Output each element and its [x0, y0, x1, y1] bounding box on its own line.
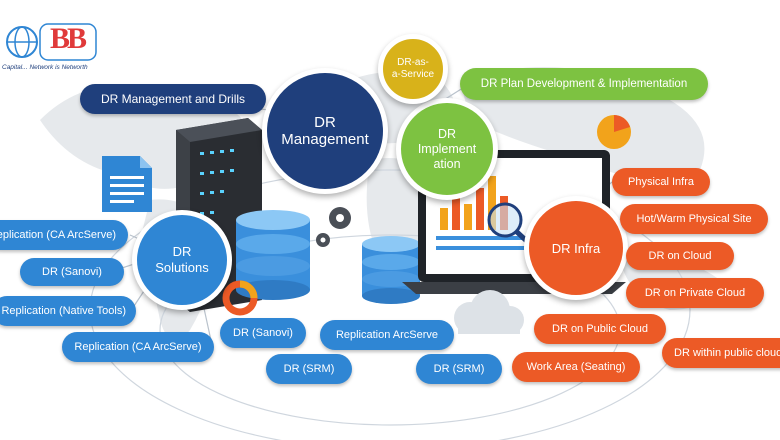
- pie-chart-icon: [597, 115, 631, 149]
- circle-dr-management-label: DR Management: [281, 114, 369, 148]
- pill-dr-management-and-drills[interactable]: DR Management and Drills: [80, 84, 266, 114]
- circle-dr-as-a-service-label: DR-as- a-Service: [391, 57, 435, 80]
- pill-dr-sanovi-2[interactable]: DR (Sanovi): [220, 318, 306, 348]
- logo-tagline: Capital... Network is Networth: [2, 64, 88, 71]
- logo-letters: BB: [50, 22, 87, 55]
- circle-dr-solutions[interactable]: DR Solutions: [132, 210, 232, 310]
- pill-dr-on-public-cloud[interactable]: DR on Public Cloud: [534, 314, 666, 344]
- pill-dr-srm-2[interactable]: DR (SRM): [416, 354, 502, 384]
- circle-dr-solutions-label: DR Solutions: [155, 244, 209, 275]
- pill-replication-native-tools[interactable]: Replication (Native Tools): [0, 296, 136, 326]
- circle-dr-infra-label: DR Infra: [551, 240, 601, 256]
- pill-replication-ca-arcserve-1[interactable]: Replication (CA ArcServe): [0, 220, 128, 250]
- document-icon: [102, 156, 152, 212]
- circle-dr-infra[interactable]: DR Infra: [524, 196, 628, 300]
- donut-chart-icon: [222, 280, 258, 316]
- pill-dr-on-private-cloud[interactable]: DR on Private Cloud: [626, 278, 764, 308]
- cloud-icon: [454, 290, 524, 334]
- circle-dr-as-a-service[interactable]: DR-as- a-Service: [378, 34, 448, 104]
- pill-dr-sanovi-1[interactable]: DR (Sanovi): [20, 258, 124, 286]
- gear-icon: [316, 207, 351, 247]
- pill-hot-warm-physical-site[interactable]: Hot/Warm Physical Site: [620, 204, 768, 234]
- pill-dr-plan-development[interactable]: DR Plan Development & Implementation: [460, 68, 708, 100]
- pill-dr-on-cloud[interactable]: DR on Cloud: [626, 242, 734, 270]
- pill-replication-ca-arcserve-2[interactable]: Replication (CA ArcServe): [62, 332, 214, 362]
- globe-logo-icon: [4, 18, 100, 71]
- circle-dr-implementation-label: DR Implement ation: [417, 126, 477, 171]
- pill-physical-infra[interactable]: Physical Infra: [612, 168, 710, 196]
- circle-dr-implementation[interactable]: DR Implement ation: [396, 98, 498, 200]
- pill-dr-within-public-cloud[interactable]: DR within public cloud: [662, 338, 780, 368]
- pill-replication-arcserve[interactable]: Replication ArcServe: [320, 320, 454, 350]
- pill-dr-srm-1[interactable]: DR (SRM): [266, 354, 352, 384]
- database-icon: [236, 210, 310, 300]
- pill-work-area-seating[interactable]: Work Area (Seating): [512, 352, 640, 382]
- circle-dr-management[interactable]: DR Management: [262, 68, 388, 194]
- database-icon: [362, 236, 420, 304]
